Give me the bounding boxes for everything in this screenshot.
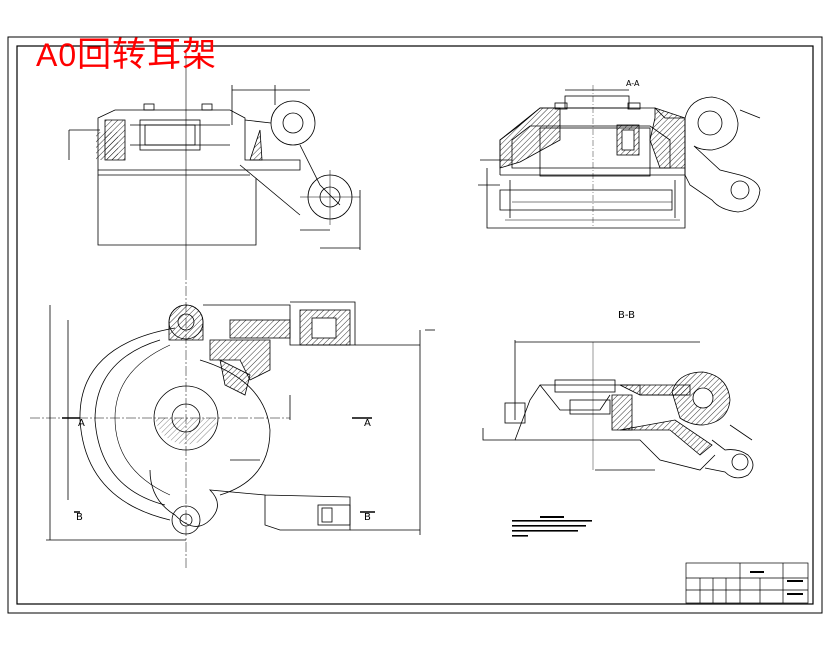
drawing-title: A0回转耳架: [36, 38, 217, 72]
top-left-view: [68, 50, 361, 270]
section-b-right-label: B: [364, 512, 371, 523]
title-block: [685, 562, 809, 604]
top-right-view: [478, 85, 761, 229]
section-a-left-label: A: [78, 418, 85, 429]
bottom-left-view: [30, 270, 435, 570]
technical-notes: [512, 516, 592, 537]
aa-section-title: A-A: [626, 79, 640, 88]
inner-border: [16, 45, 814, 605]
bottom-right-view: [482, 340, 754, 479]
section-a-right-label: A: [364, 418, 371, 429]
bb-section-title: B-B: [618, 310, 635, 321]
section-b-left-label: B: [76, 512, 83, 523]
drawing-title-text: 回转耳架: [77, 35, 218, 75]
outer-border: [7, 36, 823, 614]
drawing-title-prefix: A0: [36, 37, 78, 73]
